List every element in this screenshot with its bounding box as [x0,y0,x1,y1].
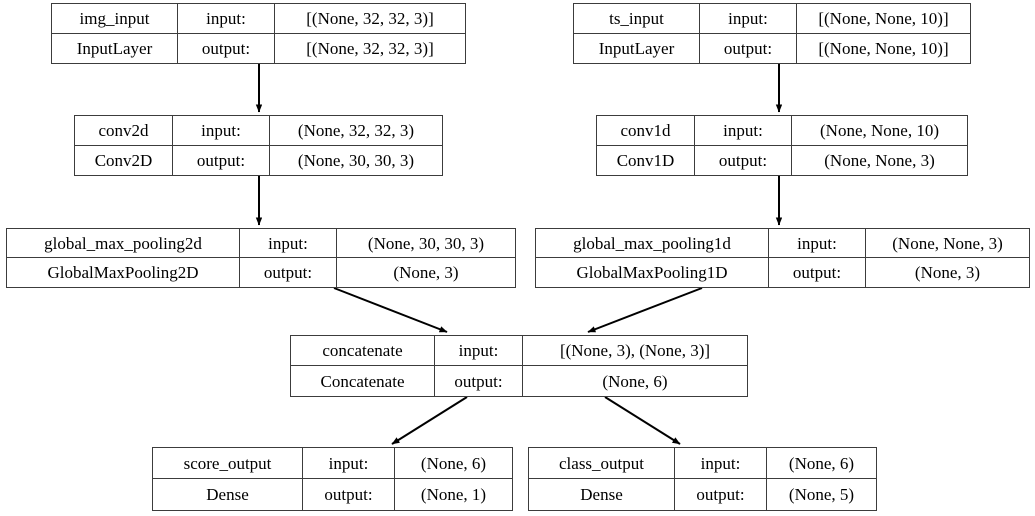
output-label: output: [303,479,395,510]
input-label: input: [695,116,792,145]
input-shape: [(None, 32, 32, 3)] [306,8,434,28]
input-label: input: [303,448,395,478]
layer-name: score_output [153,448,303,478]
output-label: output: [675,479,767,510]
input-shape: (None, 30, 30, 3) [367,233,485,253]
layer-class-name: Dense [529,479,675,510]
layer-class-name: Conv1D [597,145,695,175]
input-label: input: [240,229,337,257]
input-label: input: [675,448,767,478]
input-shape: [(None, 3), (None, 3)] [559,341,711,360]
edge-gmp1d-to-concatenate [587,287,703,333]
input-shape: (None, 6) [420,453,487,473]
layer-class-name: Dense [153,479,303,510]
input-label: input: [173,116,270,145]
output-shape: (None, 6) [602,371,668,391]
layer-name: global_max_pooling1d [536,229,769,257]
output-label: output: [435,366,523,396]
output-shape: (None, 3) [393,263,459,282]
output-shape: (None, None, 3) [824,150,935,170]
output-shape: (None, 30, 30, 3) [297,150,415,170]
edge-gmp2d-to-concatenate [333,287,448,333]
input-label: input: [178,4,275,33]
output-label: output: [769,258,866,287]
edge-concatenate-to-class_output [604,396,681,445]
input-label: input: [435,336,523,365]
output-label: output: [700,33,797,63]
layer-name: conv1d [597,116,695,145]
layer-name: conv2d [75,116,173,145]
layer-name: ts_input [574,4,700,33]
output-label: output: [173,145,270,175]
layer-name: img_input [52,4,178,33]
layer-class-name: InputLayer [52,33,178,63]
output-label: output: [240,258,337,287]
output-shape: [(None, None, 10)] [818,38,949,58]
input-label: input: [769,229,866,257]
layer-class-name: GlobalMaxPooling1D [536,258,769,287]
input-shape: (None, 32, 32, 3) [297,120,415,140]
layer-class-name: GlobalMaxPooling2D [7,258,240,287]
input-shape: (None, None, 10) [820,120,939,140]
layer-class-name: Concatenate [291,366,435,396]
output-shape: (None, 3) [914,263,981,282]
output-label: output: [178,33,275,63]
output-label: output: [695,145,792,175]
input-shape: [(None, None, 10)] [818,8,949,28]
input-shape: (None, 6) [788,453,855,473]
layer-name: concatenate [291,336,435,365]
layer-class-name: Conv2D [75,145,173,175]
output-shape: (None, 5) [788,485,855,504]
layer-class-name: InputLayer [574,33,700,63]
input-label: input: [700,4,797,33]
layer-name: class_output [529,448,675,478]
layer-name: global_max_pooling2d [7,229,240,257]
output-shape: [(None, 32, 32, 3)] [306,38,434,58]
input-shape: (None, None, 3) [892,233,1003,253]
output-shape: (None, 1) [420,485,487,504]
edge-concatenate-to-score_output [391,396,468,445]
